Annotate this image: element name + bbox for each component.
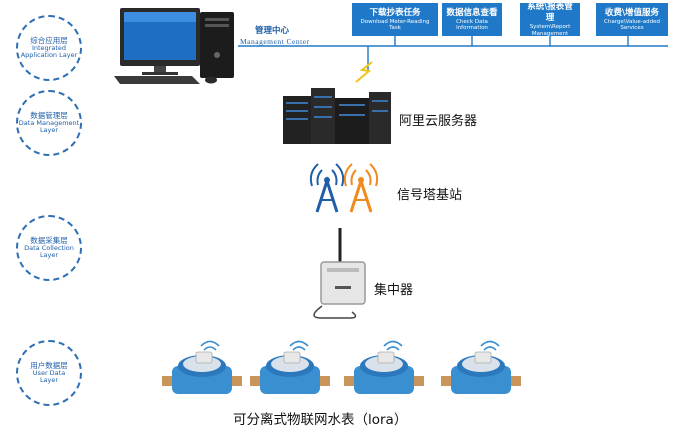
layer-en: Data Collection bbox=[24, 243, 74, 252]
function-en: Information bbox=[456, 25, 488, 31]
signal-tower-orange-icon bbox=[343, 163, 379, 213]
water-meter-icon-2 bbox=[250, 340, 330, 394]
layer-en: Data Management bbox=[18, 118, 80, 127]
function-check-data: 数据信息查看 Check Data Information bbox=[442, 3, 502, 36]
server-label: 阿里云服务器 bbox=[399, 114, 478, 129]
water-meter-icon-4 bbox=[441, 340, 521, 394]
layer-user-data: 用户数据层 User Data Layer bbox=[16, 340, 82, 406]
water-meter-icon-3 bbox=[344, 340, 424, 394]
layer-en: Layer bbox=[39, 376, 59, 384]
function-download-task: 下载抄表任务 Download Meter-Reading Task bbox=[352, 3, 438, 36]
function-cn: 系统\报表管理 bbox=[527, 2, 573, 23]
layer-cn: 用户数据层 bbox=[30, 360, 68, 370]
function-en: Management bbox=[531, 30, 569, 37]
meters-label: 可分离式物联网水表（lora） bbox=[233, 412, 408, 428]
function-cn: 收费\增值服务 bbox=[604, 7, 660, 18]
function-cn: 数据信息查看 bbox=[446, 7, 498, 18]
layer-cn: 综合应用层 bbox=[30, 35, 68, 45]
tower-label: 信号塔基站 bbox=[397, 188, 463, 203]
water-meter-icon-1 bbox=[162, 340, 242, 394]
function-en: Task bbox=[389, 25, 401, 31]
concentrator-icon bbox=[313, 228, 366, 319]
server-rack-icon bbox=[283, 88, 391, 144]
concentrator-label: 集中器 bbox=[374, 283, 414, 298]
function-en: System\Report bbox=[529, 24, 571, 30]
management-center-en: Management Center bbox=[240, 37, 310, 46]
function-cn: 下载抄表任务 bbox=[369, 7, 421, 18]
function-en: Download Meter-Reading bbox=[360, 18, 430, 25]
layer-en: Layer bbox=[39, 126, 59, 134]
layer-en: User Data bbox=[32, 368, 66, 377]
layer-cn: 数据采集层 bbox=[30, 235, 68, 245]
layer-en: Application Layer bbox=[20, 51, 78, 59]
function-en: Check Data bbox=[456, 18, 488, 25]
layer-en: Layer bbox=[39, 251, 59, 259]
layer-data-management: 数据管理层 Data Management Layer bbox=[16, 90, 82, 156]
signal-tower-blue-icon bbox=[309, 163, 345, 213]
layer-data-collection: 数据采集层 Data Collection Layer bbox=[16, 215, 82, 281]
layer-en: Integrated bbox=[31, 43, 67, 52]
layer-cn: 数据管理层 bbox=[30, 110, 68, 120]
lightning-icon bbox=[355, 61, 373, 83]
management-center-cn: 管理中心 bbox=[255, 26, 290, 36]
computer-icon bbox=[114, 8, 234, 84]
function-system-report: 系统\报表管理 System\Report Management bbox=[520, 2, 580, 37]
function-en: Charge\Value-added bbox=[604, 18, 660, 25]
layer-integrated-application: 综合应用层 Integrated Application Layer bbox=[16, 15, 82, 81]
function-charge-services: 收费\增值服务 Charge\Value-added Services bbox=[596, 3, 668, 36]
function-en: Services bbox=[620, 25, 644, 31]
